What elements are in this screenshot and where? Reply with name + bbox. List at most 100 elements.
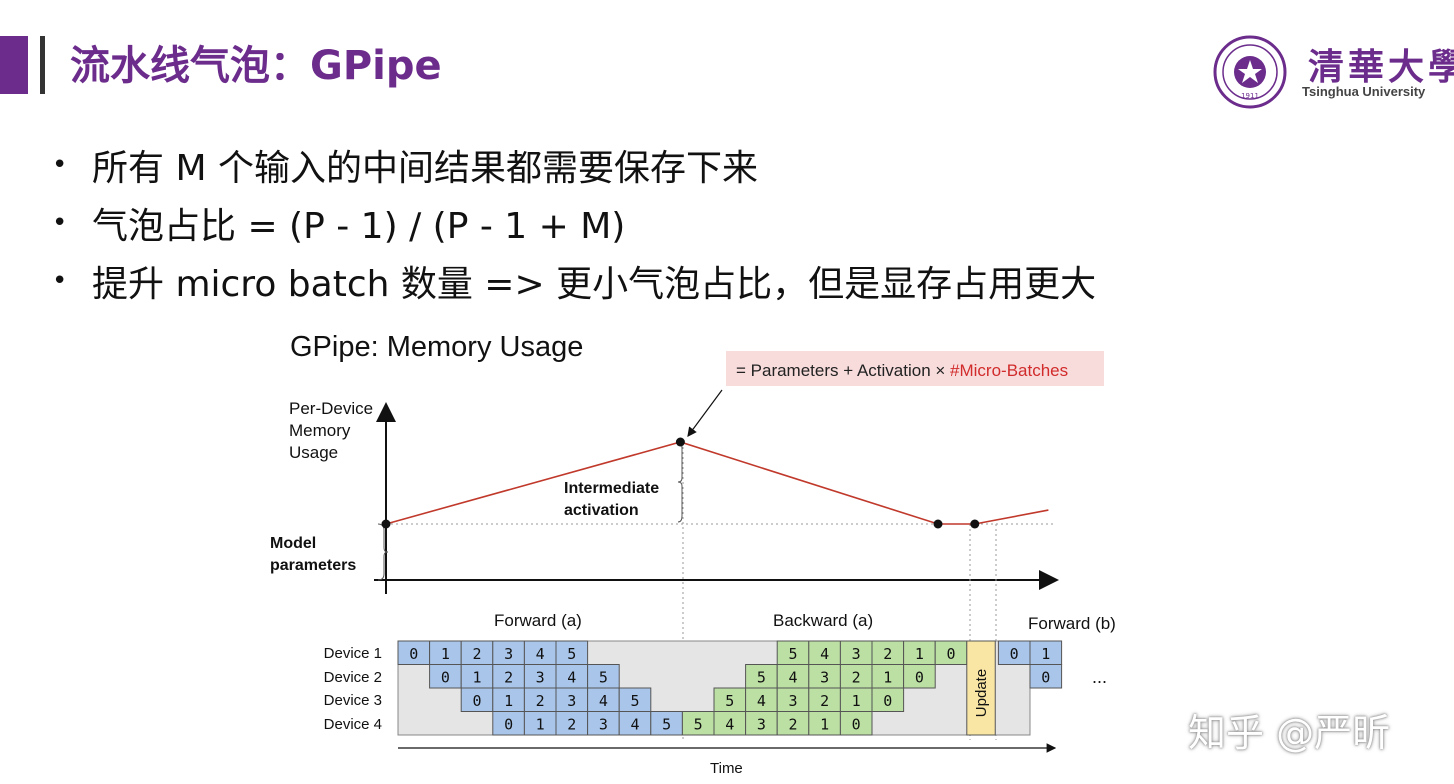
forward-cell-label: 4 bbox=[630, 715, 639, 733]
backward-cell-label: 2 bbox=[883, 645, 892, 663]
y-axis-label-line: Per-Device bbox=[289, 399, 373, 418]
activation-label: Intermediate activation bbox=[564, 480, 664, 519]
backward-cell-label: 4 bbox=[788, 668, 797, 686]
device-label: Device 3 bbox=[324, 692, 382, 709]
backward-cell-label: 3 bbox=[788, 692, 797, 710]
backward-cell bbox=[839, 711, 873, 736]
curve-point bbox=[933, 519, 943, 529]
forward-cell-label: 1 bbox=[472, 668, 481, 686]
backward-cell-label: 3 bbox=[820, 668, 829, 686]
backward-cell-label: 4 bbox=[725, 715, 734, 733]
slide-title: 流水线气泡：GPipe bbox=[70, 43, 442, 89]
forward-cell-label: 2 bbox=[536, 692, 545, 710]
backward-cell-label: 2 bbox=[820, 692, 829, 710]
forward-cell-label: 3 bbox=[536, 668, 545, 686]
figure-title: GPipe: Memory Usage bbox=[290, 331, 583, 363]
forward-cell-label: 4 bbox=[567, 668, 576, 686]
y-axis-label: Per-Device Memory Usage bbox=[289, 399, 378, 462]
device-label: Device 1 bbox=[324, 645, 382, 662]
bullet-text: 所有 M 个输入的中间结果都需要保存下来 bbox=[92, 148, 758, 189]
forward-cell bbox=[1029, 664, 1063, 689]
formula-prefix: = Parameters + Activation × bbox=[736, 361, 950, 380]
formula-text: = Parameters + Activation × #Micro-Batch… bbox=[736, 361, 1068, 380]
y-axis-label-line: Memory bbox=[289, 421, 351, 440]
forward-cell-label: 3 bbox=[504, 645, 513, 663]
bullet-list: •所有 M 个输入的中间结果都需要保存下来 •气泡占比 = (P - 1) / … bbox=[52, 136, 1096, 310]
backward-cell-label: 0 bbox=[915, 668, 924, 686]
pipeline-schedule: 0 1 2 3 4 5 5 4 3 2 1 0 0 1 0 1 2 3 4 5 5 4 3 2 1 0 0 0 1 2 3 4 5 5 4 3 2 1 0 0… bbox=[397, 640, 1063, 736]
phase-label: Backward (a) bbox=[773, 611, 873, 630]
backward-cell-label: 4 bbox=[820, 645, 829, 663]
logo-name-cn: 清華大學 bbox=[1308, 46, 1454, 88]
forward-cell-label: 1 bbox=[1041, 645, 1050, 663]
formula-highlight: #Micro-Batches bbox=[950, 361, 1068, 380]
seal-year: 1911 bbox=[1241, 92, 1259, 100]
backward-cell-label: 1 bbox=[915, 645, 924, 663]
backward-cell-label: 2 bbox=[788, 715, 797, 733]
formula-box bbox=[726, 351, 1104, 386]
title-divider bbox=[40, 36, 45, 94]
update-cell-label: Update bbox=[973, 669, 990, 717]
backward-cell-label: 1 bbox=[820, 715, 829, 733]
model-params-label: Model parameters bbox=[270, 535, 356, 574]
forward-cell-label: 4 bbox=[536, 645, 545, 663]
forward-cell-label: 1 bbox=[536, 715, 545, 733]
phase-label: Forward (b) bbox=[1028, 614, 1116, 633]
forward-cell-label: 5 bbox=[630, 692, 639, 710]
forward-cell-label: 2 bbox=[567, 715, 576, 733]
logo-name-en: Tsinghua University bbox=[1302, 84, 1426, 99]
update-cell bbox=[966, 640, 996, 736]
forward-cell-label: 0 bbox=[441, 668, 450, 686]
memory-curve bbox=[385, 441, 1049, 525]
forward-cell-label: 0 bbox=[504, 715, 513, 733]
memory-curve-layer bbox=[381, 437, 1049, 529]
forward-cell-label: 2 bbox=[504, 668, 513, 686]
backward-cell-label: 1 bbox=[883, 668, 892, 686]
tsinghua-seal-icon: 1911 bbox=[1213, 35, 1287, 109]
curve-point bbox=[381, 519, 391, 529]
phase-label: Forward (a) bbox=[494, 611, 582, 630]
formula-pointer-arrow bbox=[687, 389, 723, 437]
tsinghua-logo: 1911 清華大學 Tsinghua University bbox=[1212, 34, 1454, 110]
watermark: 知乎 @严昕 bbox=[1188, 711, 1391, 755]
backward-cell-label: 0 bbox=[883, 692, 892, 710]
backward-cell bbox=[871, 687, 905, 712]
forward-cell-label: 4 bbox=[599, 692, 608, 710]
forward-cell-label: 3 bbox=[567, 692, 576, 710]
curve-point bbox=[675, 437, 685, 447]
curve-point bbox=[970, 519, 980, 529]
bullet-item: •所有 M 个输入的中间结果都需要保存下来 bbox=[52, 136, 1096, 194]
schedule-ellipsis: ... bbox=[1092, 667, 1107, 687]
forward-cell-label: 5 bbox=[662, 715, 671, 733]
device-label: Device 2 bbox=[324, 669, 382, 686]
activation-brace bbox=[677, 441, 683, 523]
forward-cell-label: 0 bbox=[409, 645, 418, 663]
forward-cell-label: 1 bbox=[441, 645, 450, 663]
forward-cell-label: 5 bbox=[567, 645, 576, 663]
forward-cell-label: 5 bbox=[599, 668, 608, 686]
bullet-item: •提升 micro batch 数量 => 更小气泡占比，但是显存占用更大 bbox=[52, 252, 1096, 310]
bullet-item: •气泡占比 = (P - 1) / (P - 1 + M) bbox=[52, 194, 1096, 252]
backward-cell-label: 3 bbox=[757, 715, 766, 733]
bullet-text: 气泡占比 = (P - 1) / (P - 1 + M) bbox=[92, 206, 626, 247]
backward-cell-label: 5 bbox=[757, 668, 766, 686]
backward-cell-label: 1 bbox=[852, 692, 861, 710]
x-axis-label: Time bbox=[710, 760, 743, 777]
forward-cell-label: 3 bbox=[599, 715, 608, 733]
backward-cell-label: 4 bbox=[757, 692, 766, 710]
title-accent-bar bbox=[0, 36, 28, 94]
backward-cell-label: 5 bbox=[725, 692, 734, 710]
backward-cell-label: 5 bbox=[788, 645, 797, 663]
forward-cell-label: 0 bbox=[1010, 645, 1019, 663]
bullet-text: 提升 micro batch 数量 => 更小气泡占比，但是显存占用更大 bbox=[92, 264, 1097, 305]
backward-cell-label: 0 bbox=[852, 715, 861, 733]
backward-cell bbox=[903, 664, 936, 689]
device-label: Device 4 bbox=[324, 716, 382, 733]
backward-cell-label: 2 bbox=[852, 668, 861, 686]
y-axis-label-line: Usage bbox=[289, 443, 338, 462]
forward-cell-label: 0 bbox=[472, 692, 481, 710]
forward-cell-label: 2 bbox=[472, 645, 481, 663]
backward-cell-label: 5 bbox=[694, 715, 703, 733]
backward-cell-label: 0 bbox=[946, 645, 955, 663]
